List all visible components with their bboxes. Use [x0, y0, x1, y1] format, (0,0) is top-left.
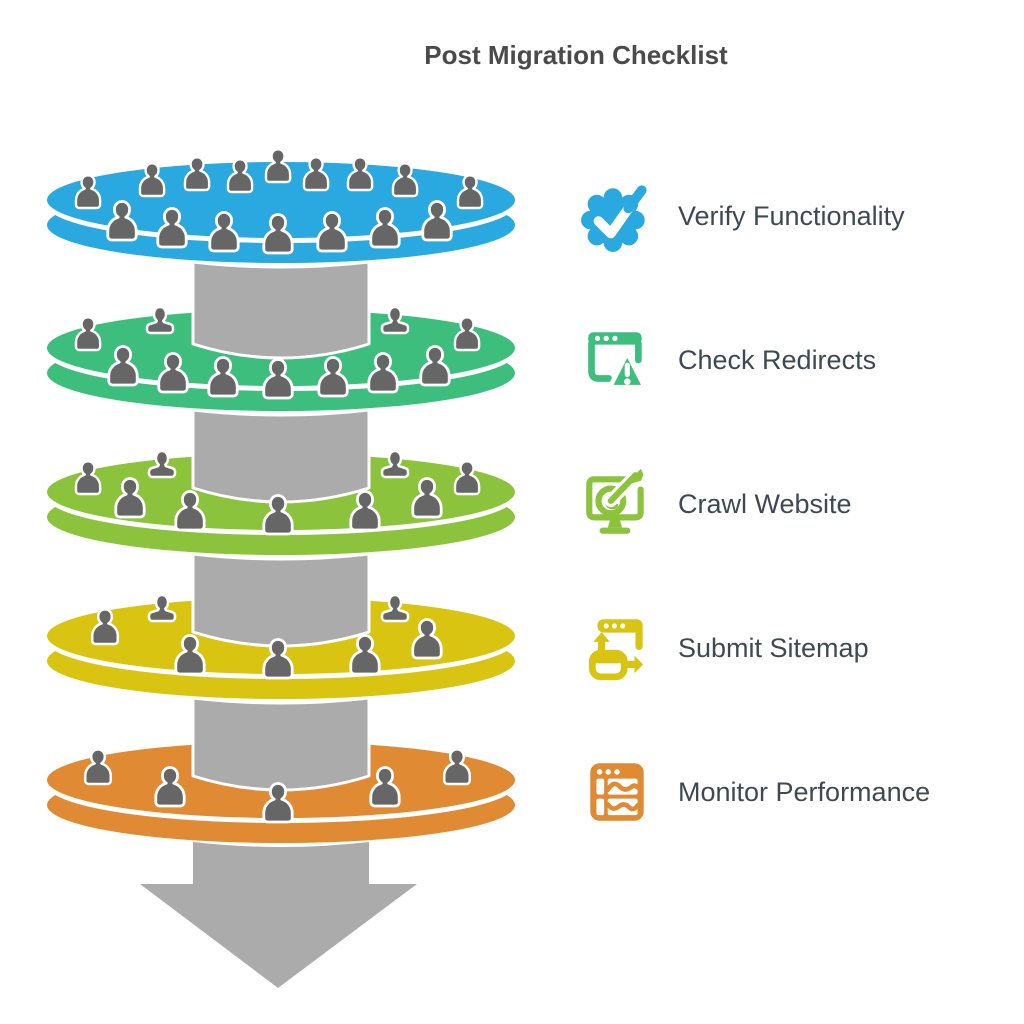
checklist-label: Check Redirects: [678, 344, 877, 375]
monitor-target-dart-icon: [586, 467, 644, 534]
page-title: Post Migration Checklist: [424, 40, 728, 70]
dashboard-charts-icon: [590, 763, 644, 821]
arrow-shaft-segment-2: [191, 408, 371, 504]
checklist-label: Crawl Website: [678, 488, 852, 519]
checklist-item-submit-sitemap: Submit Sitemap: [580, 610, 869, 686]
checklist-label: Monitor Performance: [678, 776, 931, 807]
checklist-item-verify-functionality: Verify Functionality: [580, 178, 905, 254]
windows-transfer-arrows-icon: [588, 619, 644, 681]
arrow-shaft-segment-1: [191, 260, 371, 360]
checklist-label: Verify Functionality: [678, 200, 905, 231]
verified-check-badge-icon: [581, 185, 647, 252]
browser-warning-icon: [588, 332, 646, 390]
down-arrow: [140, 842, 417, 988]
arrow-shaft-segment-4: [191, 696, 371, 792]
funnel-diagram: [47, 148, 515, 988]
checklist-item-monitor-performance: Monitor Performance: [580, 754, 930, 830]
checklist-item-check-redirects: Check Redirects: [580, 322, 876, 398]
arrow-shaft-segment-3: [191, 552, 371, 648]
checklist-item-crawl-website: Crawl Website: [580, 466, 852, 542]
checklist-label: Submit Sitemap: [678, 632, 869, 663]
